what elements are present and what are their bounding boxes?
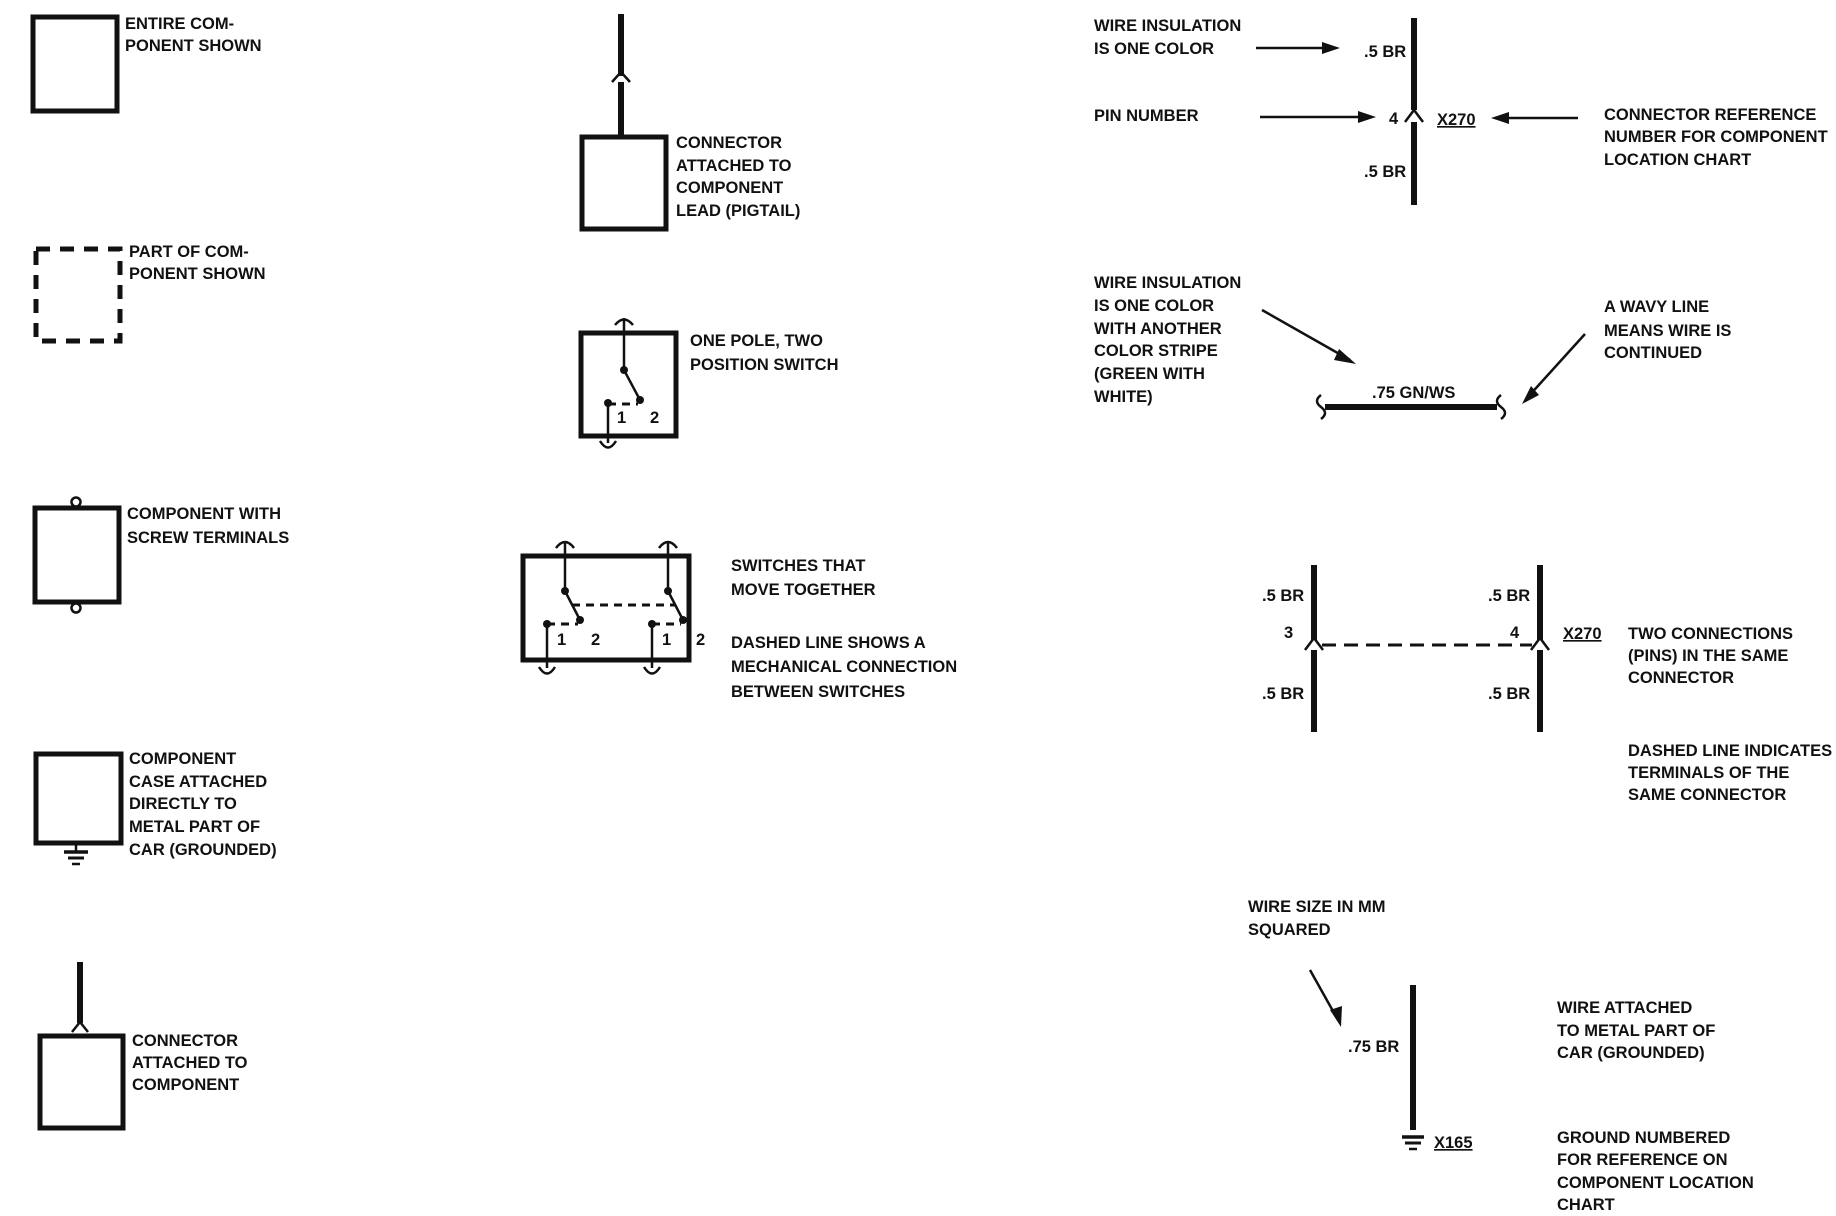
wire-top-gauge: .5 BR <box>1364 43 1406 61</box>
ground-numbered-label: GROUND NUMBERED FOR REFERENCE ON COMPONE… <box>1557 1129 1758 1214</box>
one-pole-label: ONE POLE, TWO POSITION SWITCH <box>690 332 839 374</box>
wire-bottom-gauge: .5 BR <box>1364 163 1406 181</box>
ground-wire-gauge: .75 BR <box>1348 1038 1399 1056</box>
part-component-symbol <box>33 246 123 344</box>
connector-icon <box>71 1019 89 1033</box>
insulation-stripe-label: WIRE INSULATION IS ONE COLOR WITH ANOTHE… <box>1094 274 1246 406</box>
screw-terminal-bottom <box>70 602 82 614</box>
ground-id: X165 <box>1434 1134 1473 1152</box>
connector-icon <box>642 666 662 675</box>
dashed-note-label: DASHED LINE INDICATES TERMINALS OF THE S… <box>1628 742 1836 804</box>
striped-wire-gauge: .75 GN/WS <box>1372 384 1455 402</box>
arrow-down-icon <box>1330 1006 1342 1027</box>
ganged-pos2a: 2 <box>591 631 600 649</box>
connector-icon <box>1404 107 1424 123</box>
entire-component-label: ENTIRE COM- PONENT SHOWN <box>125 15 262 55</box>
pin-value: 4 <box>1389 110 1399 128</box>
together-label: SWITCHES THAT MOVE TOGETHER <box>731 557 876 599</box>
wavy-end-icon <box>1495 394 1507 420</box>
two-conn-left-top: .5 BR <box>1262 587 1304 605</box>
wire-connector-symbol <box>1404 18 1424 205</box>
two-conn-left-pin: 3 <box>1284 624 1293 642</box>
ganged-pos2b: 2 <box>696 631 705 649</box>
connector-id: X270 <box>1437 111 1476 129</box>
connector-component-label: CONNECTOR ATTACHED TO COMPONENT <box>132 1032 252 1094</box>
connector-icon <box>1304 635 1324 651</box>
one-pole-switch-symbol <box>578 318 679 449</box>
striped-wire-symbol <box>1315 394 1507 420</box>
arrow-left-icon <box>1491 112 1509 124</box>
connector-component-symbol <box>37 962 126 1131</box>
connector-icon <box>537 666 557 675</box>
one-pole-pos2: 2 <box>650 409 659 427</box>
wavy-line-label: A WAVY LINE MEANS WIRE IS CONTINUED <box>1604 298 1736 362</box>
ground-wire-symbol <box>1402 985 1424 1151</box>
ganged-pos1b: 1 <box>662 631 671 649</box>
screw-terminal-symbol <box>32 496 122 614</box>
two-connections-symbol <box>1304 565 1550 732</box>
pigtail-connector-symbol <box>579 14 669 232</box>
mechanical-label: DASHED LINE SHOWS A MECHANICAL CONNECTIO… <box>731 634 962 701</box>
arrow-right-icon <box>1322 42 1340 54</box>
connector-icon <box>611 70 631 83</box>
two-conn-left-bottom: .5 BR <box>1262 685 1304 703</box>
grounded-case-symbol <box>33 751 124 866</box>
insulation-one-color-label: WIRE INSULATION IS ONE COLOR <box>1094 17 1246 58</box>
two-conn-right-top: .5 BR <box>1488 587 1530 605</box>
part-component-label: PART OF COM- PONENT SHOWN <box>129 243 266 283</box>
arrow-right-icon <box>1358 111 1376 123</box>
entire-component-symbol <box>30 14 120 114</box>
wavy-end-icon <box>1315 394 1327 420</box>
screw-terminal-label: COMPONENT WITH SCREW TERMINALS <box>127 505 289 547</box>
wire-grounded-label: WIRE ATTACHED TO METAL PART OF CAR (GROU… <box>1557 999 1720 1062</box>
two-conn-right-pin: 4 <box>1510 624 1520 642</box>
connector-reference-label: CONNECTOR REFERENCE NUMBER FOR COMPONENT… <box>1604 106 1832 169</box>
screw-terminal-top <box>70 496 82 508</box>
pin-number-label: PIN NUMBER <box>1094 107 1199 125</box>
ganged-pos1a: 1 <box>557 631 566 649</box>
ganged-switch-symbol <box>520 540 692 675</box>
two-conn-connector-id: X270 <box>1563 625 1602 643</box>
one-pole-pos1: 1 <box>617 409 626 427</box>
grounded-case-label: COMPONENT CASE ATTACHED DIRECTLY TO META… <box>129 750 277 859</box>
arrow-down-right-icon <box>1334 349 1356 364</box>
arrow-down-left-icon <box>1522 386 1539 404</box>
connector-icon <box>1530 635 1550 651</box>
connector-icon <box>598 440 618 449</box>
pigtail-label: CONNECTOR ATTACHED TO COMPONENT LEAD (PI… <box>676 134 800 220</box>
wire-size-label: WIRE SIZE IN MM SQUARED <box>1248 898 1390 939</box>
two-conn-right-bottom: .5 BR <box>1488 685 1530 703</box>
two-conn-description: TWO CONNECTIONS (PINS) IN THE SAME CONNE… <box>1628 625 1798 687</box>
